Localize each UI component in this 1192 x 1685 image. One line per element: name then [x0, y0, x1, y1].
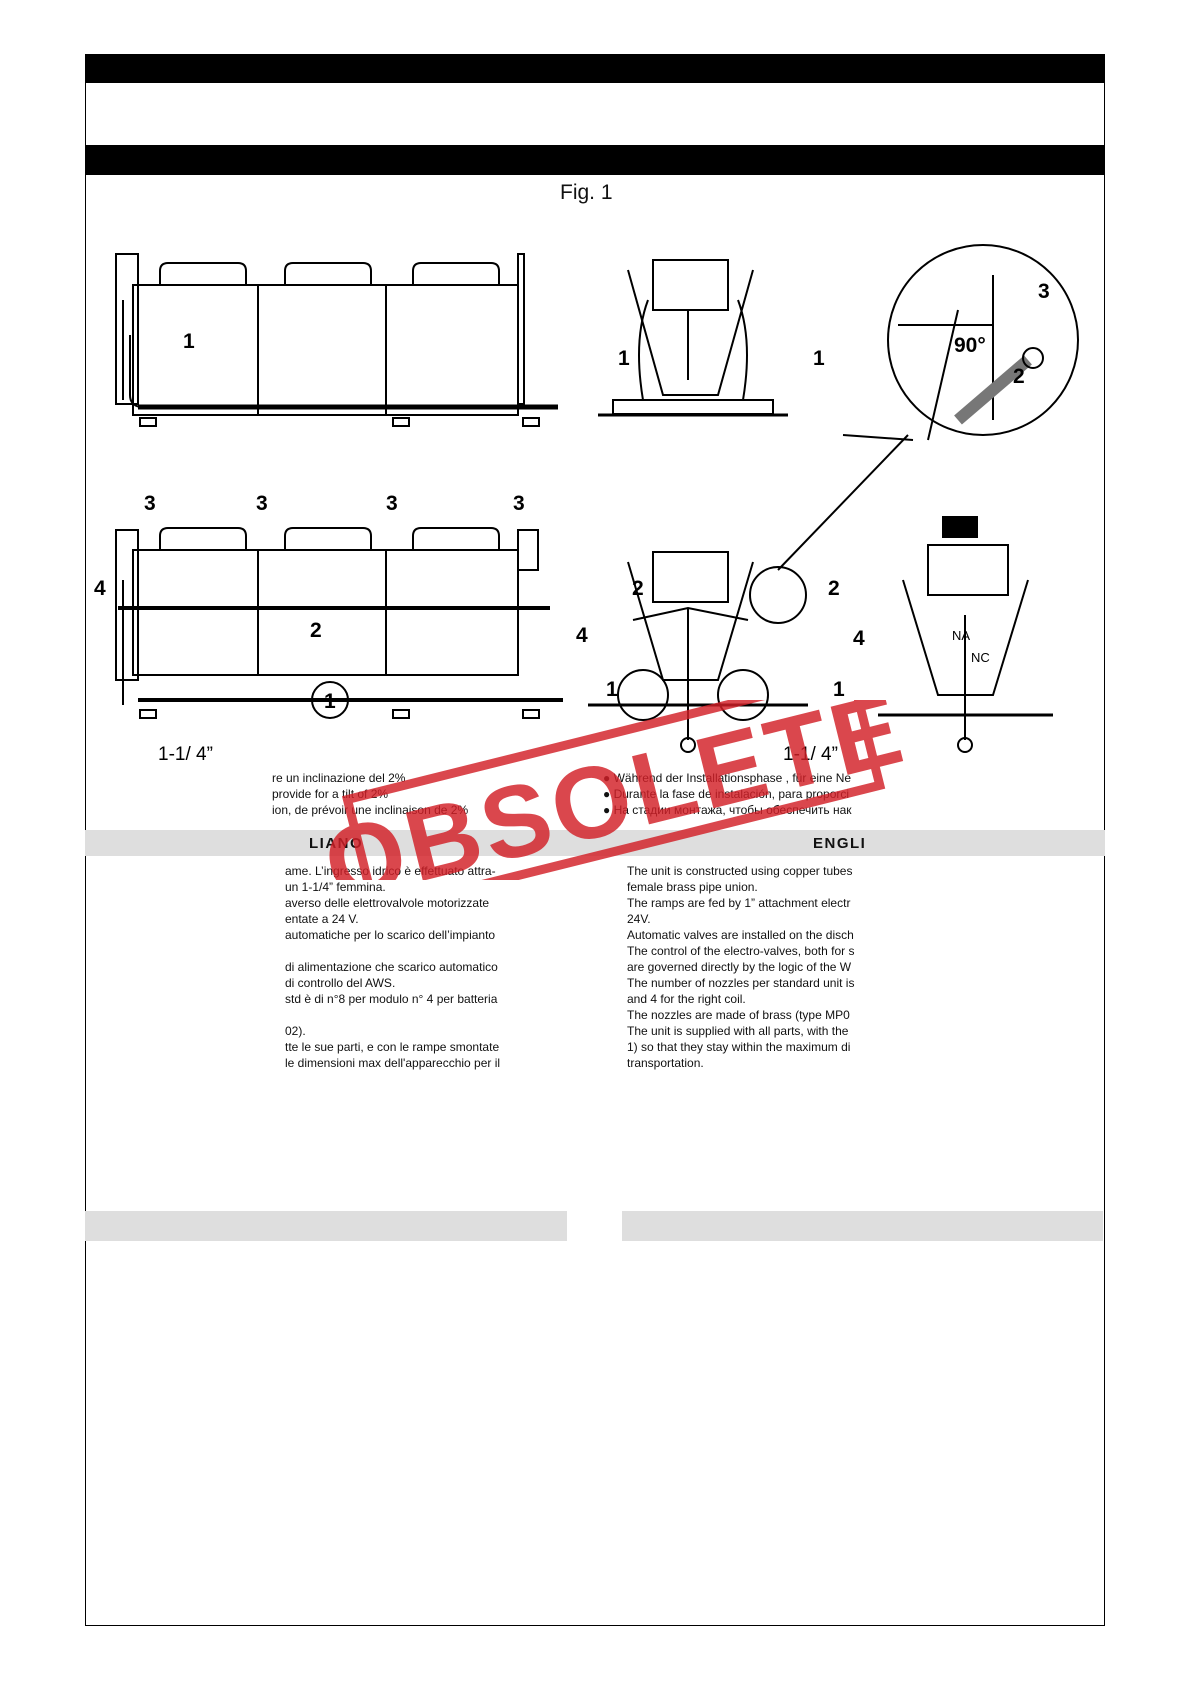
- english-line: Automatic valves are installed on the di…: [627, 928, 854, 942]
- svg-text:NC: NC: [971, 650, 990, 665]
- italian-line: un 1-1/4” femmina.: [285, 880, 386, 894]
- svg-text:1-1/ 4”: 1-1/ 4”: [158, 744, 213, 765]
- italian-line: std è di n°8 per modulo n° 4 per batteri…: [285, 992, 498, 1006]
- figure-caption: Fig. 1: [560, 181, 613, 204]
- unit-front-view-bottom-right: [878, 516, 1053, 753]
- section-bar: [85, 145, 1105, 175]
- english-line: 24V.: [627, 912, 651, 926]
- svg-text:2: 2: [828, 577, 840, 600]
- english-line: female brass pipe union.: [627, 880, 758, 894]
- technical-figure: 1 1 1 3 90° 2 3 3 3 3 4 2 1 2 2 4 4 1 1 …: [94, 244, 1079, 765]
- italian-line: entate a 24 V.: [285, 912, 359, 926]
- svg-text:2: 2: [1013, 365, 1025, 388]
- svg-text:3: 3: [386, 492, 398, 515]
- svg-text:3: 3: [513, 492, 525, 515]
- right-section-header: [622, 1211, 1103, 1241]
- svg-text:3: 3: [144, 492, 156, 515]
- svg-text:1: 1: [183, 330, 195, 353]
- english-line: The number of nozzles per standard unit …: [627, 976, 855, 990]
- obsolete-stamp: OBSOLETE: [318, 700, 908, 880]
- italian-line: 02).: [285, 1024, 306, 1038]
- english-line: The ramps are fed by 1” attachment elect…: [627, 896, 851, 910]
- english-line: and 4 for the right coil.: [627, 992, 746, 1006]
- english-line: The unit is constructed using copper tub…: [627, 864, 853, 878]
- english-line: transportation.: [627, 1056, 704, 1070]
- italian-line: le dimensioni max dell'apparecchio per i…: [285, 1056, 501, 1070]
- tilt-note-fr: ion, de prévoir une inclinaison de 2%: [272, 803, 469, 817]
- svg-text:4: 4: [853, 627, 865, 650]
- svg-text:NA: NA: [952, 628, 970, 643]
- italian-line: di controllo del AWS.: [285, 976, 396, 990]
- english-line: are governed directly by the logic of th…: [627, 960, 852, 974]
- section-title-english: ENGLI: [813, 835, 867, 852]
- italian-line: di alimentazione che scarico automatico: [285, 960, 498, 974]
- english-line: The unit is supplied with all parts, wit…: [627, 1024, 849, 1038]
- svg-text:1-1/ 4”: 1-1/ 4”: [783, 744, 838, 765]
- header-bar: [85, 54, 1105, 83]
- left-section-header: [85, 1211, 567, 1241]
- svg-text:1: 1: [324, 690, 336, 713]
- svg-text:3: 3: [1038, 280, 1050, 303]
- italian-line: tte le sue parti, e con le rampe smontat…: [285, 1040, 500, 1054]
- tilt-note-it: re un inclinazione del 2%: [272, 771, 406, 785]
- section-title-italiano: LIANO: [309, 835, 364, 852]
- svg-text:OBSOLETE: OBSOLETE: [318, 700, 908, 880]
- unit-front-view-top: [598, 259, 788, 417]
- tilt-note-es: ● Durante la fase de instalación, para p…: [603, 787, 850, 801]
- tilt-note-de: ● Während der Installationsphase , für e…: [603, 771, 852, 785]
- english-line: The nozzles are made of brass (type MP0: [627, 1008, 850, 1022]
- svg-text:1: 1: [833, 678, 845, 701]
- svg-text:1: 1: [813, 347, 825, 370]
- svg-text:2: 2: [310, 619, 322, 642]
- svg-text:4: 4: [94, 577, 106, 600]
- detail-circle: [887, 244, 1079, 441]
- italian-line: ame. L’ingresso idrico è effettuato attr…: [285, 864, 496, 878]
- unit-side-view-bottom: [115, 527, 563, 719]
- svg-text:2: 2: [632, 577, 644, 600]
- english-line: The control of the electro-valves, both …: [627, 944, 855, 958]
- svg-text:1: 1: [618, 347, 630, 370]
- english-line: 1) so that they stay within the maximum …: [627, 1040, 851, 1054]
- svg-text:3: 3: [256, 492, 268, 515]
- unit-side-view-top: [115, 253, 558, 427]
- svg-text:4: 4: [576, 624, 588, 647]
- italian-line: automatiche per lo scarico dell’impianto: [285, 928, 496, 942]
- svg-text:90°: 90°: [954, 334, 986, 357]
- svg-text:1: 1: [606, 678, 618, 701]
- italian-line: averso delle elettrovalvole motorizzate: [285, 896, 490, 910]
- language-band: [85, 830, 1105, 856]
